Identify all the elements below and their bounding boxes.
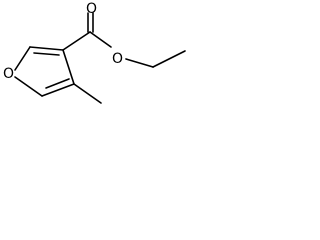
bond-carbonyl-ester-oxygen bbox=[89, 31, 112, 48]
bond-c4-methyl bbox=[73, 83, 102, 104]
carbonyl-oxygen-label: O bbox=[86, 1, 97, 17]
bond-ester-oxygen-ch2 bbox=[125, 58, 154, 68]
bond-c3-c4 bbox=[62, 49, 75, 85]
bond-c4-c5-inner bbox=[45, 78, 70, 89]
bond-o1-c2 bbox=[14, 46, 31, 71]
structure-diagram: O O O bbox=[0, 0, 214, 140]
bond-ch2-ch3 bbox=[152, 50, 186, 68]
bond-c3-carbonyl bbox=[62, 31, 91, 51]
bond-c5-o1 bbox=[14, 76, 43, 97]
bonds bbox=[14, 12, 186, 104]
ester-oxygen-label: O bbox=[112, 51, 123, 67]
bond-c2-c3 bbox=[29, 46, 64, 51]
ring-oxygen-label: O bbox=[3, 66, 14, 82]
bond-c4-c5 bbox=[41, 83, 75, 97]
background bbox=[0, 0, 214, 140]
atom-labels: O O O bbox=[3, 1, 123, 82]
bond-c2-c3-inner bbox=[33, 52, 60, 56]
